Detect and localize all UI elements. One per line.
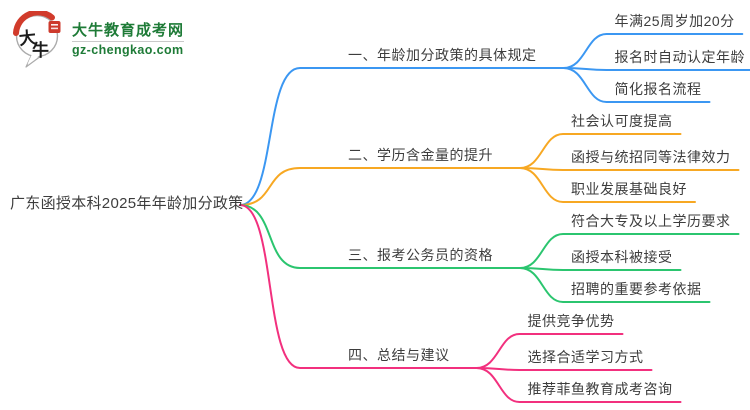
branch-2-child-2-node: 函授与统招同等法律效力 [571,149,731,165]
branch-3-child-1-node: 符合大专及以上学历要求 [571,213,731,229]
logo-seal [48,21,61,33]
branch-4-child-3-node: 推荐菲鱼教育成考咨询 [527,381,673,397]
branch-4-child-1-link [475,333,624,369]
branch-2-node: 二、学历含金量的提升 [348,147,493,163]
branch-4-child-2-node: 选择合适学习方式 [527,349,644,365]
branch-3-child-2-link [519,267,682,271]
logo-char-top: 大 [18,27,37,49]
branch-1-child-1-link [562,33,744,69]
logo-char-bottom: 牛 [32,40,49,60]
branch-3-child-3-node: 招聘的重要参考依据 [571,281,702,297]
root-node: 广东函授本科2025年年龄加分政策 [10,195,244,212]
branch-2-link [239,167,521,206]
branch-1-child-2-node: 报名时自动认定年龄 [614,49,745,65]
branch-2-child-1-link [519,133,682,169]
branch-3-child-1-link [519,233,740,269]
branch-4-child-2-link [475,367,653,371]
branch-1-node: 一、年龄加分政策的具体规定 [348,47,537,63]
branch-1-child-3-node: 简化报名流程 [614,81,702,97]
branch-4-child-3-link [475,367,682,403]
branch-2-child-2-link [519,167,740,171]
branch-2-child-1-node: 社会认可度提高 [571,113,673,129]
branch-3-link [239,204,521,269]
site-logo: 大 牛 大牛教育成考网 gz-chengkao.com [13,11,185,69]
branch-3-node: 三、报考公务员的资格 [348,247,493,263]
logo-divider [72,41,185,42]
logo-text-block: 大牛教育成考网 gz-chengkao.com [72,22,185,58]
logo-bubble-icon: 大 牛 [13,11,61,68]
branch-1-child-1-node: 年满25周岁加20分 [614,13,735,29]
branch-2-child-3-link [519,167,696,203]
branch-3-child-3-link [519,267,711,303]
branch-4-node: 四、总结与建议 [348,347,450,363]
branch-3-child-2-node: 函授本科被接受 [571,249,673,265]
branch-1-child-2-link [562,67,750,71]
logo-title: 大牛教育成考网 [72,22,185,39]
logo-red-arc [13,11,55,36]
branch-1-link [239,67,565,206]
branch-4-child-1-node: 提供竞争优势 [527,313,615,329]
branch-4-link [239,204,478,369]
branch-1-child-3-link [562,67,711,103]
branch-2-child-3-node: 职业发展基础良好 [571,181,687,197]
logo-domain: gz-chengkao.com [72,43,184,57]
